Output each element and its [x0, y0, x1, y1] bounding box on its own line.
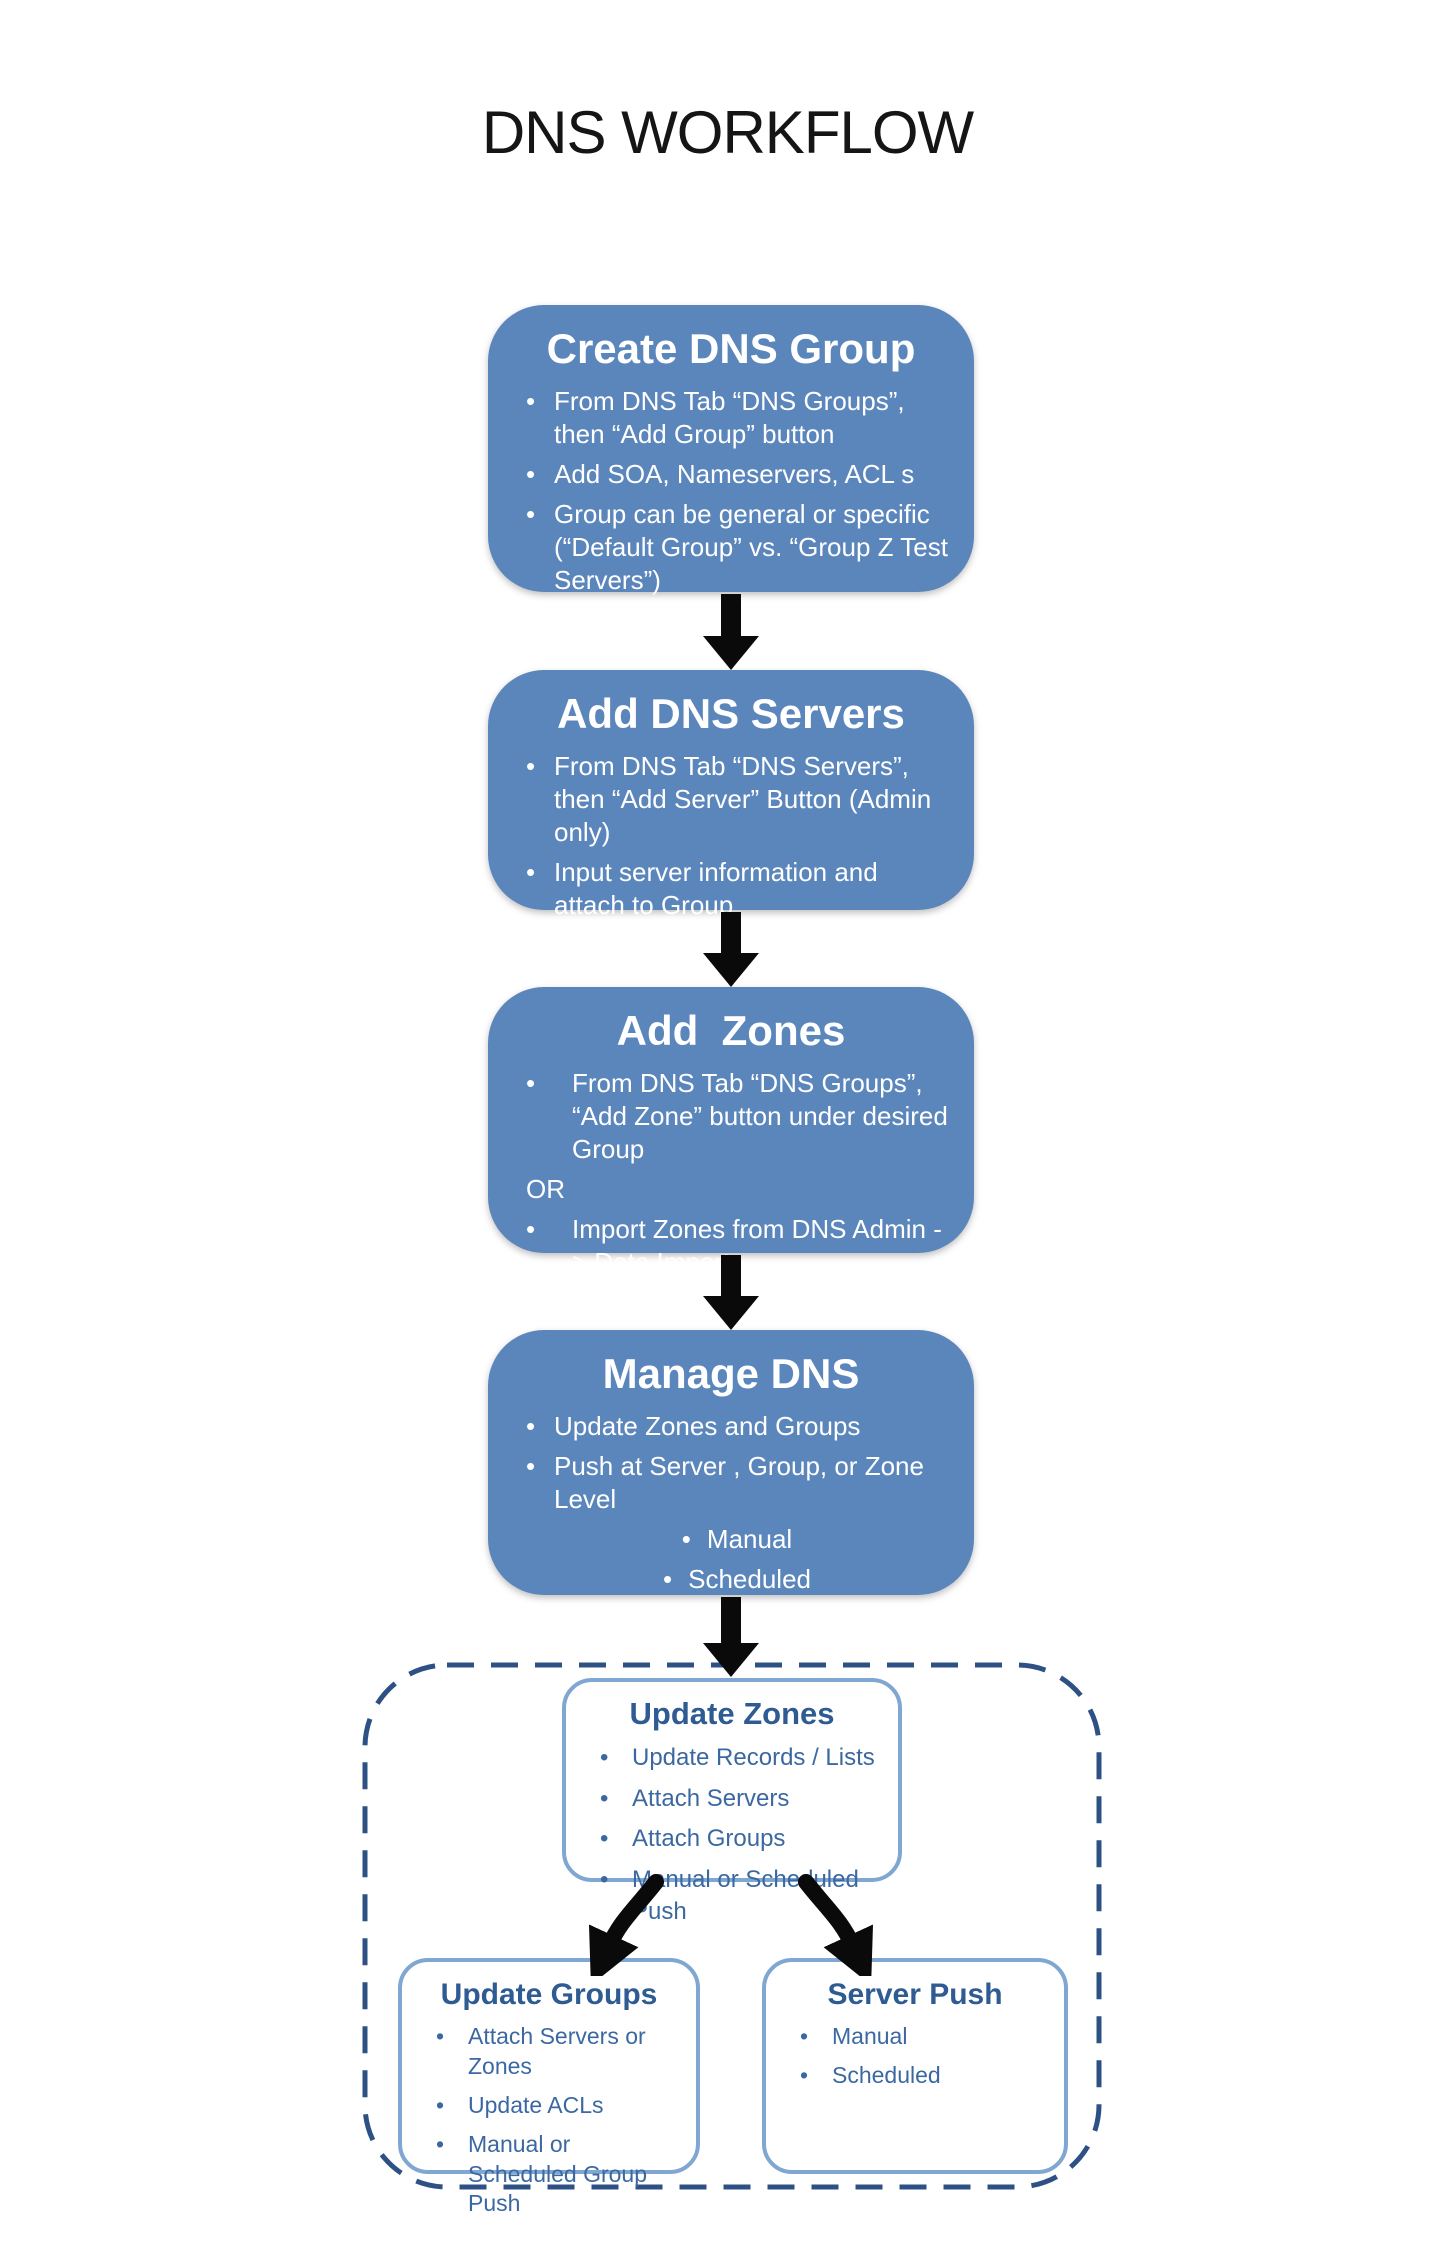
list-item-text: Attach Servers or Zones: [468, 2023, 646, 2079]
list-item-text: Input server information and attach to G…: [554, 857, 878, 921]
box-list: • Attach Servers or Zones • Update ACLs …: [402, 2022, 696, 2219]
curved-arrow-right-icon: [798, 1874, 873, 1976]
sub-list-item: • Manual: [526, 1523, 948, 1556]
bullet-icon: •: [600, 1866, 609, 1894]
box-heading: Add Zones: [616, 1007, 846, 1054]
list-item: • Update Zones and Groups: [526, 1410, 948, 1443]
list-item: • Scheduled: [800, 2061, 1048, 2091]
outline-box-update-zones: Update Zones • Update Records / Lists • …: [562, 1678, 902, 1925]
box-list: • Update Zones and Groups • Push at Serv…: [488, 1410, 974, 1596]
bullet-icon: •: [600, 1825, 609, 1853]
list-item-text: Update Zones and Groups: [554, 1411, 861, 1441]
list-item: • Manual: [800, 2022, 1048, 2052]
list-item-text: Group can be general or specific (“Defau…: [554, 499, 948, 596]
list-item: • Manual or Scheduled Group Push: [436, 2130, 680, 2220]
page-title: DNS WORKFLOW: [481, 99, 974, 166]
list-item-text: Scheduled: [688, 1564, 811, 1595]
box-list: • From DNS Tab “DNS Groups”, then “Add G…: [488, 385, 974, 597]
arrow-down-icon: [703, 912, 759, 987]
sub-list-item: • Scheduled: [526, 1563, 948, 1596]
list-item-text: Add SOA, Nameservers, ACL s: [554, 459, 915, 490]
list-item-text: OR: [526, 1174, 565, 1205]
list-item-or: OR: [526, 1173, 948, 1206]
box-heading: Update Groups: [440, 1978, 658, 2011]
list-item: • Update Records / Lists: [600, 1742, 882, 1774]
arrow-down-icon: [703, 594, 759, 670]
box-list: • From DNS Tab “DNS Servers”, then “Add …: [488, 750, 974, 922]
list-item: • Import Zones from DNS Admin -> Data Im…: [526, 1213, 948, 1279]
list-item: • Input server information and attach to…: [526, 856, 948, 922]
list-item-text: Import Zones from DNS Admin -> Data Impo…: [572, 1214, 942, 1278]
bullet-icon: •: [526, 386, 536, 416]
box-heading: Add DNS Servers: [557, 690, 905, 737]
bullet-icon: •: [526, 1451, 536, 1482]
bullet-icon: •: [663, 1564, 673, 1595]
bullet-icon: •: [526, 751, 536, 781]
bullet-icon: •: [526, 1214, 536, 1245]
list-item-text: Update Records / Lists: [632, 1744, 875, 1771]
curved-branch-arrows: [589, 1874, 873, 1976]
bullet-icon: •: [436, 2091, 445, 2118]
bullet-icon: •: [526, 1068, 536, 1098]
flow-box-manage-dns: Manage DNS • Update Zones and Groups • P…: [488, 1330, 974, 1595]
list-item: • Update ACLs: [436, 2091, 680, 2121]
list-item: • Attach Servers or Zones: [436, 2022, 680, 2082]
bullet-icon: •: [526, 1411, 536, 1441]
list-item-text: From DNS Tab “DNS Groups”, then “Add Gro…: [554, 386, 905, 450]
list-item-text: Attach Servers: [632, 1784, 790, 1812]
list-item: • Push at Server , Group, or Zone Level: [526, 1450, 948, 1516]
list-item-text: Scheduled: [832, 2061, 941, 2088]
list-item: • Attach Servers: [600, 1783, 882, 1815]
bullet-icon: •: [800, 2061, 809, 2088]
curved-arrow-left-icon: [589, 1874, 664, 1976]
box-list: • Update Records / Lists • Attach Server…: [566, 1742, 898, 1927]
list-item-text: Push at Server , Group, or Zone Level: [554, 1451, 924, 1515]
list-item-text: Update ACLs: [468, 2091, 604, 2118]
list-item: • From DNS Tab “DNS Servers”, then “Add …: [526, 750, 948, 849]
outline-box-server-push: Server Push • Manual • Scheduled: [762, 1958, 1068, 2174]
list-item-text: Manual: [706, 1524, 793, 1555]
list-item-text: From DNS Tab “DNS Servers”, then “Add Se…: [554, 751, 932, 848]
list-item-text: Manual: [832, 2023, 908, 2049]
bullet-icon: •: [526, 857, 536, 888]
list-item: • Add SOA, Nameservers, ACL s: [526, 458, 948, 491]
list-item: • Group can be general or specific (“Def…: [526, 498, 948, 597]
bullet-icon: •: [526, 459, 536, 490]
box-heading: Create DNS Group: [546, 325, 916, 372]
arrow-down-icon: [703, 1255, 759, 1330]
box-list: • Manual • Scheduled: [766, 2022, 1064, 2091]
flow-box-add-zones: Add Zones • From DNS Tab “DNS Groups”, “…: [488, 987, 974, 1277]
flow-box-create-dns-group: Create DNS Group • From DNS Tab “DNS Gro…: [488, 305, 974, 595]
bullet-icon: •: [436, 2130, 445, 2157]
arrow-down-icon: [703, 1597, 759, 1677]
flow-box-add-dns-servers: Add DNS Servers • From DNS Tab “DNS Serv…: [488, 670, 974, 920]
list-item: • From DNS Tab “DNS Groups”, then “Add G…: [526, 385, 948, 451]
bullet-icon: •: [800, 2023, 809, 2049]
list-item: • Attach Groups: [600, 1823, 882, 1855]
box-list: • From DNS Tab “DNS Groups”, “Add Zone” …: [488, 1067, 974, 1279]
bullet-icon: •: [526, 499, 536, 530]
list-item: • From DNS Tab “DNS Groups”, “Add Zone” …: [526, 1067, 948, 1166]
outline-box-update-groups: Update Groups • Attach Servers or Zones …: [398, 1958, 700, 2216]
bullet-icon: •: [436, 2023, 445, 2049]
list-item-text: Manual or Scheduled Group Push: [468, 2130, 648, 2217]
bullet-icon: •: [600, 1744, 609, 1771]
box-heading: Update Zones: [629, 1696, 835, 1731]
box-heading: Server Push: [827, 1978, 1003, 2011]
bullet-icon: •: [681, 1524, 691, 1555]
list-item-text: Attach Groups: [632, 1825, 786, 1853]
bullet-icon: •: [600, 1784, 609, 1812]
box-heading: Manage DNS: [602, 1350, 860, 1397]
list-item-text: From DNS Tab “DNS Groups”, “Add Zone” bu…: [572, 1068, 948, 1165]
